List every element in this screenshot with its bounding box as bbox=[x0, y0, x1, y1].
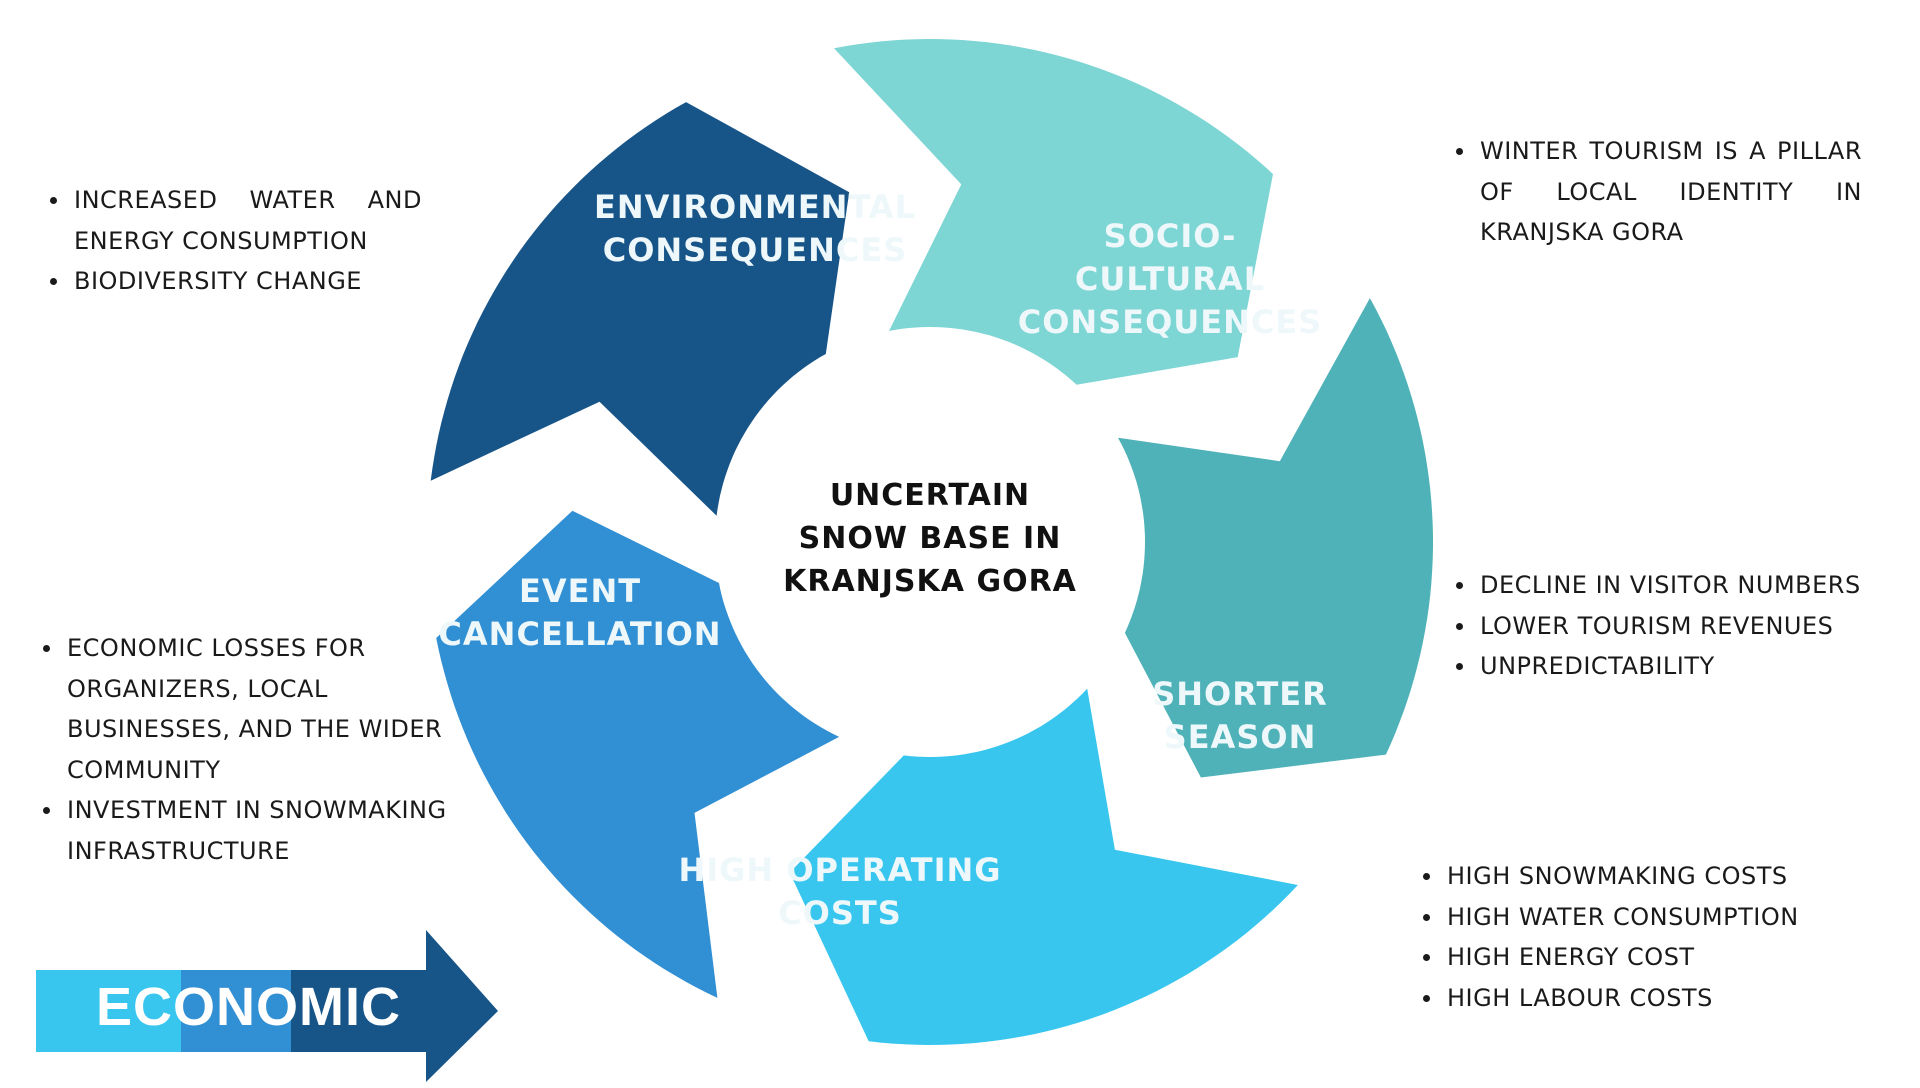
notes-high-operating-costs: HIGH SNOWMAKING COSTS HIGH WATER CONSUMP… bbox=[1419, 856, 1879, 1018]
notes-event-cancellation: ECONOMIC LOSSES FOR ORGANIZERS, LOCAL BU… bbox=[39, 628, 479, 871]
segment-environmental bbox=[834, 39, 1273, 385]
segment-label-environmental: ENVIRONMENTAL CONSEQUENCES bbox=[594, 188, 916, 269]
arrow-icon bbox=[36, 930, 498, 1082]
segment-shorter-season bbox=[789, 688, 1298, 1045]
center-title: UNCERTAIN SNOW BASE IN KRANJSKA GORA bbox=[783, 478, 1077, 599]
center-circle bbox=[721, 333, 1139, 751]
segment-label-event-cancellation: EVENT CANCELLATION bbox=[438, 572, 722, 653]
economic-arrow-banner: ECONOMIC bbox=[36, 930, 506, 1088]
note-item: DECLINE IN VISITOR NUMBERS bbox=[1452, 565, 1912, 606]
segment-event-cancellation bbox=[430, 102, 850, 516]
notes-socio-cultural: WINTER TOURISM IS A PILLAR OF LOCAL IDEN… bbox=[1452, 131, 1862, 253]
segment-high-operating-costs bbox=[436, 510, 840, 998]
note-item: ECONOMIC LOSSES FOR ORGANIZERS, LOCAL BU… bbox=[39, 628, 479, 790]
economic-label: ECONOMIC bbox=[96, 977, 401, 1037]
notes-environmental: INCREASED WATER AND ENERGY CONSUMPTION B… bbox=[46, 180, 422, 302]
note-item: INCREASED WATER AND ENERGY CONSUMPTION bbox=[46, 180, 422, 261]
notes-shorter-season: DECLINE IN VISITOR NUMBERS LOWER TOURISM… bbox=[1452, 565, 1912, 687]
note-item: HIGH WATER CONSUMPTION bbox=[1419, 897, 1879, 938]
segment-label-shorter-season: SHORTER SEASON bbox=[1152, 675, 1328, 756]
segment-label-socio-cultural: SOCIO- CULTURAL CONSEQUENCES bbox=[1017, 217, 1323, 341]
banner-band-mid bbox=[181, 970, 291, 1052]
note-item: WINTER TOURISM IS A PILLAR OF LOCAL IDEN… bbox=[1452, 131, 1862, 253]
segment-label-high-operating-costs: HIGH OPERATING COSTS bbox=[678, 851, 1002, 932]
banner-band-light bbox=[36, 970, 181, 1052]
note-item: LOWER TOURISM REVENUES bbox=[1452, 606, 1912, 647]
note-item: INVESTMENT IN SNOWMAKING INFRASTRUCTURE bbox=[39, 790, 479, 871]
banner-arrow-head bbox=[291, 930, 498, 1082]
note-item: HIGH LABOUR COSTS bbox=[1419, 978, 1879, 1019]
segment-socio-cultural bbox=[1118, 298, 1433, 778]
note-item: BIODIVERSITY CHANGE bbox=[46, 261, 422, 302]
note-item: HIGH ENERGY COST bbox=[1419, 937, 1879, 978]
note-item: UNPREDICTABILITY bbox=[1452, 646, 1912, 687]
note-item: HIGH SNOWMAKING COSTS bbox=[1419, 856, 1879, 897]
